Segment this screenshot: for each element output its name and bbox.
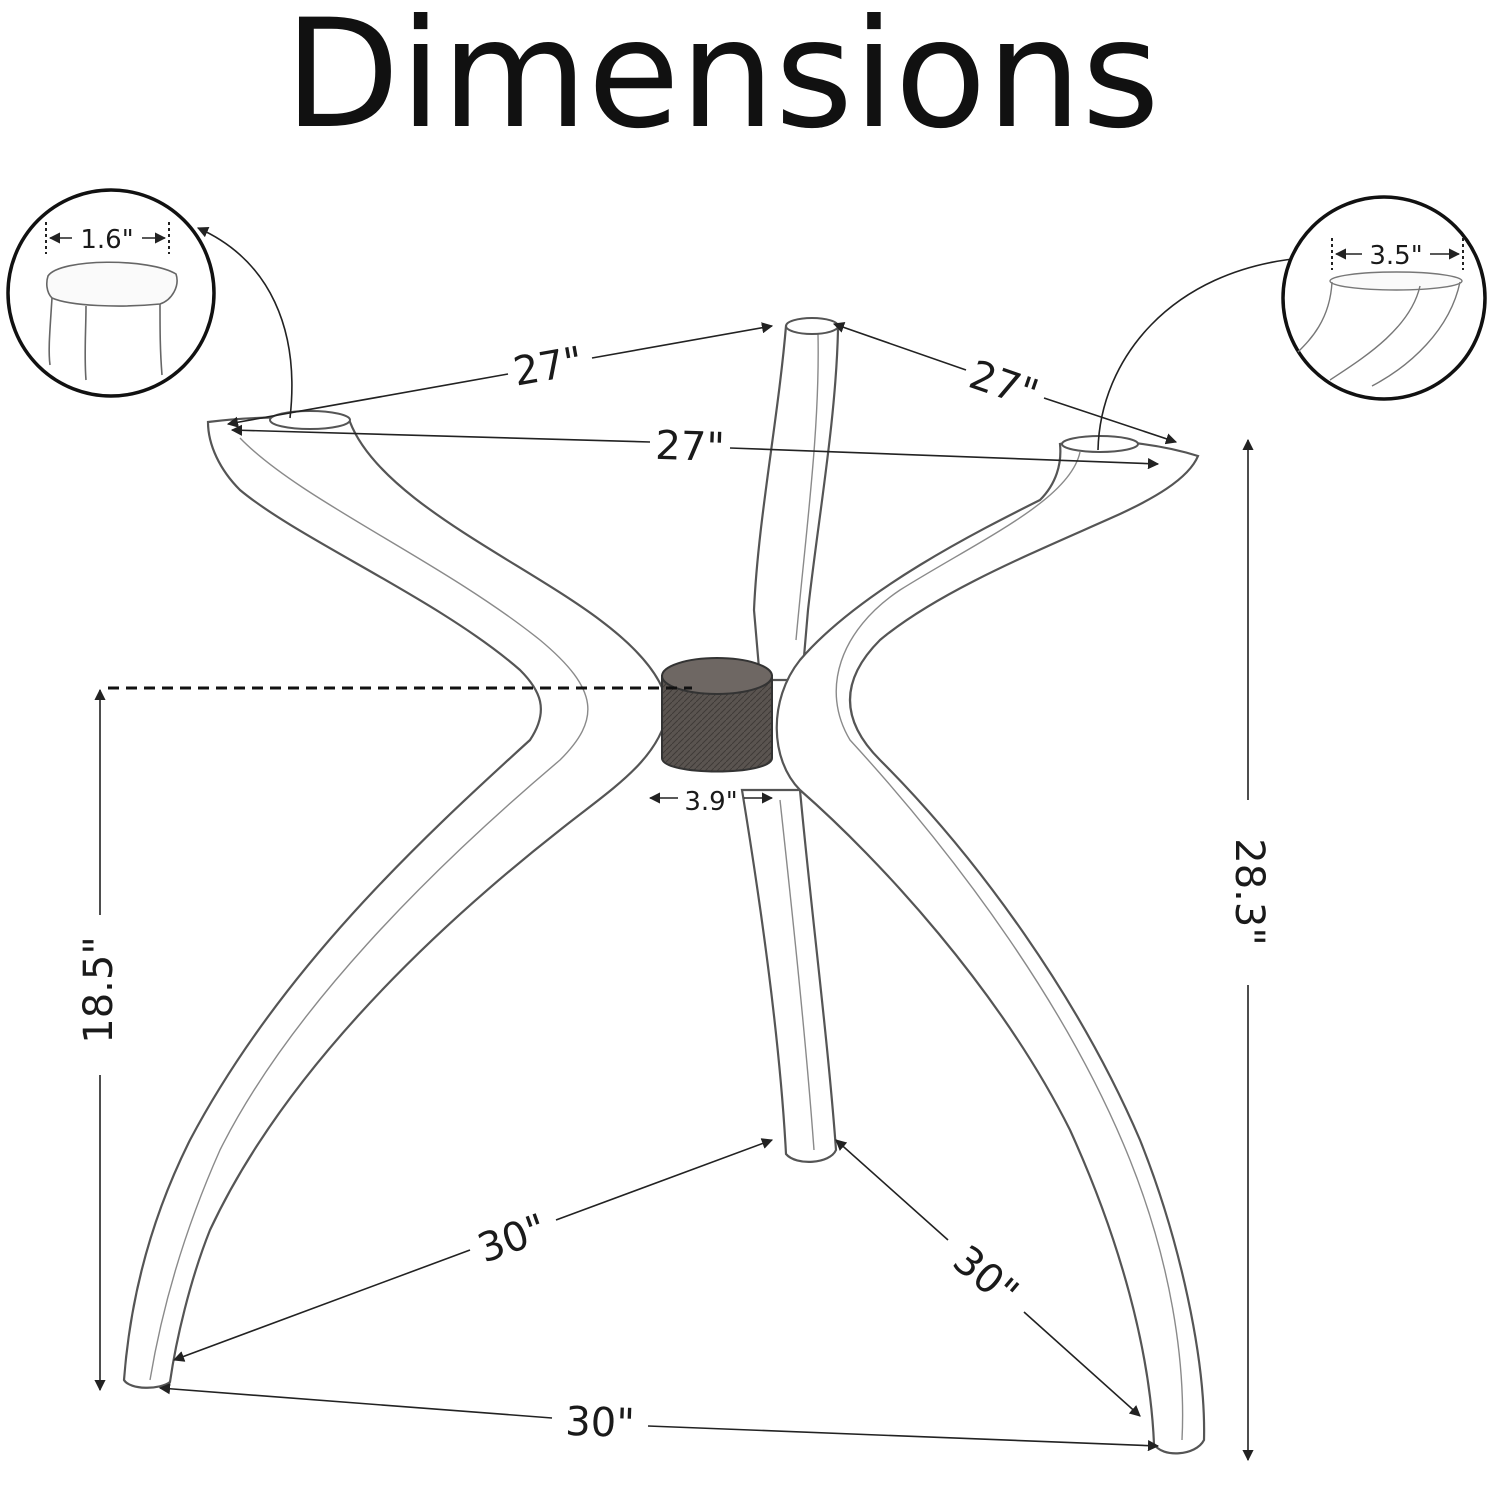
label-leg-top-width: 1.6" <box>80 225 133 255</box>
label-bottom-right-span: 30" <box>944 1237 1027 1317</box>
label-top-front-span: 27" <box>655 423 726 471</box>
detail-leg-pad: 3.5" <box>1281 195 1487 401</box>
table-base-illustration <box>122 317 1206 1455</box>
back-leg-lower <box>740 788 838 1163</box>
right-leg <box>775 439 1206 1455</box>
left-leg <box>122 416 670 1389</box>
label-bottom-front-span: 30" <box>565 1399 636 1447</box>
label-total-height: 28.3" <box>1226 838 1272 945</box>
label-top-right-span: 27" <box>963 352 1043 418</box>
dimension-lines <box>94 226 1304 1462</box>
back-leg <box>752 320 840 682</box>
label-hub-height: 18.5" <box>76 936 122 1043</box>
detail-leg-top: 1.6" <box>6 188 216 398</box>
central-hub <box>661 657 773 773</box>
label-leg-pad-width: 3.5" <box>1369 241 1422 271</box>
label-bottom-left-span: 30" <box>472 1205 553 1272</box>
label-hub-diameter: 3.9" <box>684 787 737 817</box>
label-top-left-span: 27" <box>510 338 586 395</box>
page-title: Dimensions <box>284 0 1159 162</box>
